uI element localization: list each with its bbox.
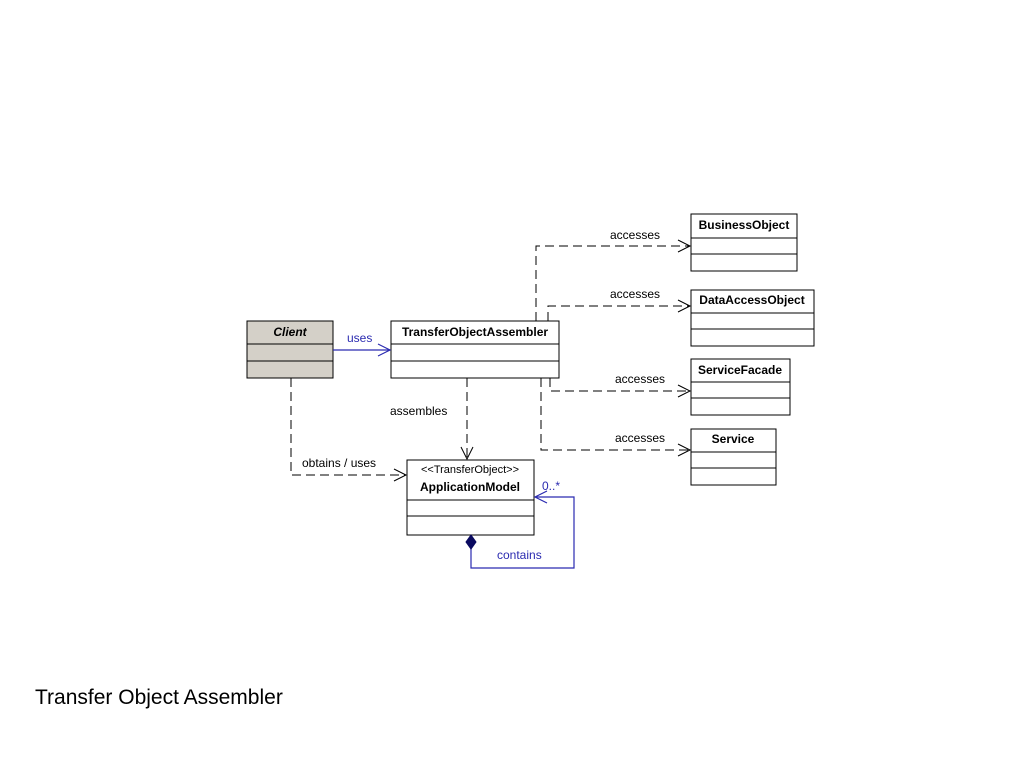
data-access-object-class-box (690, 289, 815, 347)
accesses-business-object-line (535, 245, 689, 321)
application-model-stereotype: <<TransferObject>> (421, 464, 519, 476)
service-facade-class-name: ServiceFacade (698, 363, 782, 377)
contains-composition: contains 0..* (465, 479, 575, 569)
accesses-dao-line (547, 305, 689, 321)
obtains-uses-arrowhead (393, 468, 408, 482)
obtains-uses-line (290, 378, 405, 476)
client-class[interactable]: Client (246, 320, 334, 379)
business-object-class[interactable]: BusinessObject (690, 213, 798, 272)
assembler-class[interactable]: TransferObjectAssembler (390, 320, 560, 379)
slide-caption: Transfer Object Assembler (35, 686, 283, 709)
contains-label: contains (497, 548, 542, 562)
obtains-uses-label: obtains / uses (302, 456, 376, 470)
contains-line (470, 496, 575, 569)
client-class-name: Client (273, 325, 307, 339)
service-class-box (690, 428, 777, 486)
contains-arrowhead (533, 490, 548, 504)
accesses-business-object-label: accesses (610, 228, 660, 242)
uses-arrowhead (377, 343, 392, 357)
application-model-class-box (406, 459, 535, 536)
data-access-object-class[interactable]: DataAccessObject (690, 289, 815, 347)
business-object-class-box (690, 213, 798, 272)
accesses-service-facade-dependency: accesses (549, 372, 692, 398)
service-facade-class[interactable]: ServiceFacade (690, 358, 791, 416)
service-facade-class-box (690, 358, 791, 416)
assembles-dependency: assembles (390, 378, 474, 461)
application-model-class[interactable]: <<TransferObject>> ApplicationModel (406, 459, 535, 536)
accesses-service-line (540, 378, 689, 451)
multiplicity-label: 0..* (542, 479, 560, 493)
obtains-uses-dependency: obtains / uses (290, 378, 408, 482)
accesses-service-facade-label: accesses (615, 372, 665, 386)
assembles-arrowhead (460, 446, 474, 461)
service-class-name: Service (712, 432, 755, 446)
assembles-label: assembles (390, 404, 447, 418)
uses-association: uses (333, 331, 392, 357)
accesses-service-facade-line (549, 378, 689, 392)
service-class[interactable]: Service (690, 428, 777, 486)
accesses-dao-dependency: accesses (547, 287, 692, 321)
accesses-service-dependency: accesses (540, 378, 692, 457)
accesses-dao-label: accesses (610, 287, 660, 301)
application-model-class-name: ApplicationModel (420, 480, 520, 494)
accesses-dao-arrowhead (677, 299, 692, 313)
assembler-class-box (390, 320, 560, 379)
accesses-business-object-arrowhead (677, 239, 692, 253)
accesses-service-arrowhead (677, 443, 692, 457)
client-class-box (246, 320, 334, 379)
accesses-business-object-dependency: accesses (535, 228, 692, 321)
composition-diamond (465, 534, 477, 550)
accesses-service-facade-arrowhead (677, 384, 692, 398)
assembler-class-name: TransferObjectAssembler (402, 325, 548, 339)
data-access-object-class-name: DataAccessObject (699, 293, 804, 307)
business-object-class-name: BusinessObject (699, 218, 790, 232)
uses-label: uses (347, 331, 372, 345)
accesses-service-label: accesses (615, 431, 665, 445)
